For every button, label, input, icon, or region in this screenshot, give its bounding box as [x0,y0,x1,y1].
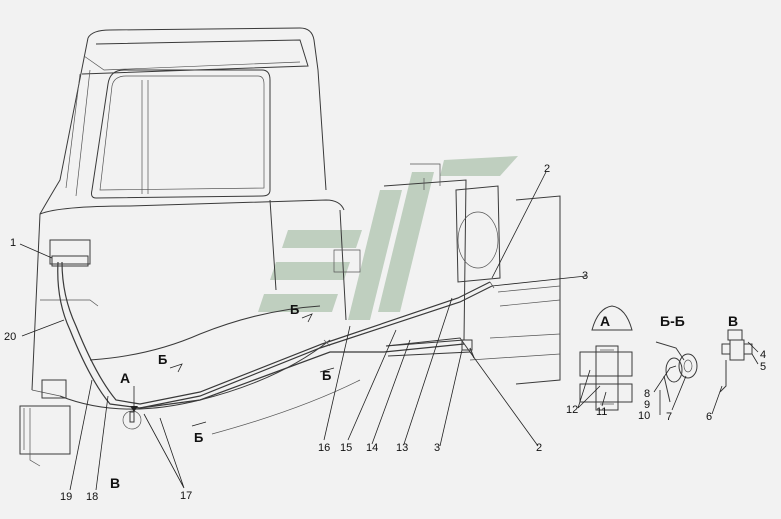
view-b-b-title: Б-Б [660,313,685,329]
callout-3a: 3 [582,270,588,282]
callout-2a: 2 [544,163,550,175]
callout-13: 13 [396,442,408,454]
callout-7: 7 [666,411,672,423]
view-markers: А Б-Б В А В Б Б Б Б [110,302,738,491]
callout-5: 5 [760,361,766,373]
callout-1: 1 [10,237,16,249]
section-view-b-b [655,341,698,403]
marker-a-arrow: А [120,370,130,386]
callout-11: 11 [596,406,607,418]
callout-4: 4 [760,349,766,361]
callout-2b: 2 [536,442,542,454]
callout-19: 19 [60,491,72,503]
callout-8: 8 [644,388,650,400]
pipe-routes [57,261,493,409]
view-a-title: А [600,313,610,329]
leader-lines [19,171,759,491]
callout-17: 17 [180,490,192,502]
callout-20: 20 [4,331,16,343]
marker-b-section-3: Б [322,368,331,383]
callout-6: 6 [706,411,712,423]
callout-14: 14 [366,442,378,454]
view-v-title: В [728,313,738,329]
callout-9: 9 [644,399,650,411]
callout-labels: 1 2 2 3 3 4 5 6 7 8 9 10 11 12 13 14 15 … [4,163,766,503]
marker-b-section-1: Б [290,302,299,317]
callout-18: 18 [86,491,98,503]
watermark-logo [258,156,518,320]
marker-v-detail: В [110,475,120,491]
callout-15: 15 [340,442,352,454]
detail-view-v [719,329,753,393]
callout-12: 12 [566,404,578,416]
callout-16: 16 [318,442,330,454]
callout-10: 10 [638,410,650,422]
rear-body [383,163,561,385]
marker-b-section-4: Б [194,430,203,445]
cab-components [19,239,495,467]
callout-3b: 3 [434,442,440,454]
marker-b-section-2: Б [158,352,167,367]
